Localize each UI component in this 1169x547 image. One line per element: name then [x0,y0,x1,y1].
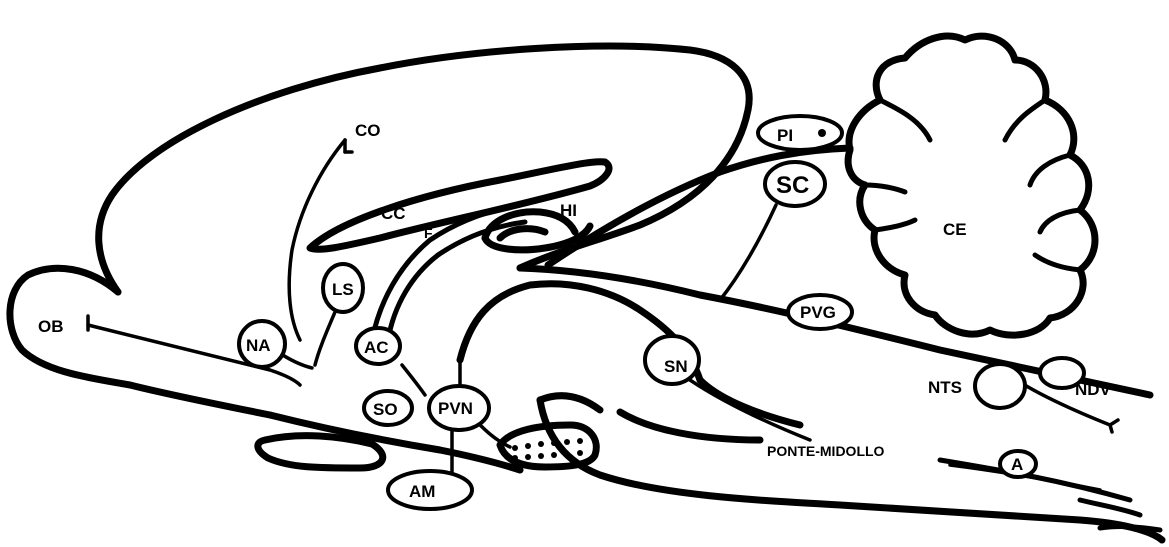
label-ce: CE [943,220,967,239]
label-hi: HI [560,201,577,220]
label-pvg: PVG [800,303,836,322]
label-am: AM [409,482,435,501]
pi-nucleus [758,116,842,150]
label-pi: PI [777,126,793,145]
label-f: F [424,225,433,241]
label-co: CO [355,121,381,140]
nts-nucleus [975,364,1025,408]
fornix [372,205,525,340]
label-sc: SC [776,172,809,199]
label-so: SO [373,400,398,419]
label-cc: CC [381,204,406,223]
cerebellum-folia [865,100,1080,270]
label-ndv: NDV [1075,380,1112,399]
label-na: NA [246,336,271,355]
label-nts: NTS [928,378,962,397]
label-ob: OB [38,317,64,336]
label-ponte-midollo: PONTE-MIDOLLO [767,443,885,459]
label-a: A [1011,455,1023,474]
sc-projection [720,205,776,300]
label-sn: SN [664,357,688,376]
label-ls: LS [332,280,354,299]
label-ac: AC [364,338,389,357]
label-pvn: PVN [438,399,473,418]
